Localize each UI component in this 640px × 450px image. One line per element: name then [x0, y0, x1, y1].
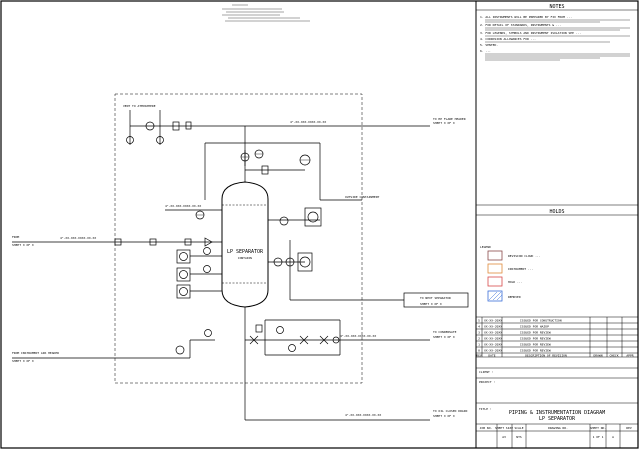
- revision-rows: 5 XX-XX-20XX ISSUED FOR CONSTRUCTION 4 X…: [476, 319, 634, 358]
- footer-rev: A: [612, 435, 614, 439]
- inlet-label: FROM: [12, 235, 19, 239]
- rev-date: XX-XX-20XX: [484, 319, 502, 323]
- vent-label: VENT TO ATMOSPHERE: [123, 104, 156, 108]
- pid-diagram: LP SEPARATOR CONTAINS TO HP FLARE HEADER…: [12, 4, 469, 421]
- containment-label: OUTSIDE CONTAINMENT: [345, 195, 380, 199]
- containment-boundary: [114, 93, 363, 384]
- client-label: CLIENT :: [479, 370, 494, 374]
- flare-line-no: 4"-XX-XXX-XXXX-XX-XX: [290, 120, 326, 124]
- flare-sheet: SHEET X OF X: [433, 121, 455, 125]
- drawing-title-line1: PIPING & INSTRUMENTATION DIAGRAM: [509, 410, 605, 416]
- right-upper-label: TO NEXT SEPARATOR: [420, 296, 451, 300]
- drawing-title-line2: LP SEPARATOR: [539, 416, 576, 422]
- revision-table: [475, 316, 639, 358]
- footer-sheetno-label: SHEET NO.: [590, 426, 606, 430]
- condensate-sheet: SHEET X OF X: [433, 335, 455, 339]
- rev-date: XX-XX-20XX: [484, 331, 502, 335]
- right-upper-sheet: SHEET X OF X: [420, 302, 442, 306]
- vessel-sub: CONTAINS: [238, 256, 253, 260]
- note-item: 2. FOR DETAIL OF STANDARDS, INSTRUMENTS …: [480, 23, 561, 27]
- rev-header: DRAWN: [593, 353, 602, 357]
- footer-rev-label: REV: [626, 426, 632, 430]
- legend-label: REVISION CLOUD ...: [508, 254, 541, 258]
- legend-title: LEGEND: [480, 245, 491, 249]
- level-instruments-left: [176, 247, 222, 299]
- legend-swatch-instrument: [487, 263, 503, 274]
- rev-desc: ISSUED FOR REVIEW: [520, 343, 551, 347]
- rev-desc: ISSUED FOR HAZOP: [520, 325, 549, 329]
- legend-swatch-removed: [487, 290, 503, 302]
- condensate-label: TO CONDENSATE: [433, 330, 457, 334]
- legend-label: HOLD ...: [508, 280, 523, 284]
- rev-header: DESCRIPTION OF REVISION: [525, 353, 567, 357]
- rev-desc: ISSUED FOR REVIEW: [520, 349, 551, 353]
- air-label: FROM INSTRUMENT AIR HEADER: [12, 351, 59, 355]
- rev-number: 1: [478, 343, 480, 347]
- note-item: 6. ...: [480, 49, 491, 53]
- footer-scale: NTS: [516, 435, 522, 439]
- rev-date: XX-XX-20XX: [484, 325, 502, 329]
- footer-sheet-no: 1 OF 1: [593, 435, 604, 439]
- condensate-line-no: 4"-XX-XXX-XXXX-XX-XX: [340, 334, 376, 338]
- inlet-line-no: 4"-XX-XXX-XXXX-XX-XX: [60, 236, 96, 240]
- psv-symbol: [156, 136, 164, 144]
- note-item: 4. CORROSION ALLOWANCES FOR ...: [480, 37, 536, 41]
- legend-swatch-revision: [487, 250, 503, 261]
- air-sheet: SHEET X OF X: [12, 359, 34, 363]
- legend-label: REMOVED: [508, 295, 521, 299]
- outlet-flag: [403, 292, 469, 308]
- project-label: PROJECT :: [479, 380, 495, 384]
- notes-list: 1. ALL INSTRUMENTS WILL BE PREPARED BY F…: [480, 15, 581, 53]
- rev-header: APPR: [626, 353, 633, 357]
- notes-filler-lines: [485, 19, 630, 61]
- legend-swatch-hold: [487, 276, 503, 287]
- drain-line-no: 4"-XX-XXX-XXXX-XX-XX: [345, 413, 381, 417]
- drain-sheet: SHEET X OF X: [433, 414, 455, 418]
- rev-number: 4: [478, 325, 480, 329]
- rev-desc: ISSUED FOR REVIEW: [520, 337, 551, 341]
- flare-label: TO HP FLARE HEADER: [433, 117, 466, 121]
- note-item: 1. ALL INSTRUMENTS WILL BE PREPARED BY F…: [480, 15, 572, 19]
- footer-scale-label: SCALE: [514, 426, 523, 430]
- rev-header: DATE: [488, 353, 495, 357]
- footer-sheet-size: A3: [502, 435, 506, 439]
- valve-cluster-bottom: [249, 319, 341, 356]
- notes-title: NOTES: [549, 4, 564, 10]
- vessel-tag: LP SEPARATOR: [227, 249, 264, 255]
- note-item: 5. VENTED.: [480, 43, 498, 47]
- title-label: TITLE :: [479, 407, 492, 411]
- rev-desc: ISSUED FOR CONSTRUCTION: [520, 319, 562, 323]
- footer-grid: [476, 423, 638, 448]
- rev-header: CHECK: [609, 353, 618, 357]
- rev-number: 5: [478, 319, 480, 323]
- footer-job-label: JOB NO.: [480, 426, 493, 430]
- footer-size-label: SHEET SIZE: [495, 426, 513, 430]
- rev-date: XX-XX-20XX: [484, 349, 502, 353]
- rev-number: 0: [478, 349, 480, 353]
- lp-separator-vessel: [221, 181, 269, 308]
- rev-desc: ISSUED FOR REVIEW: [520, 331, 551, 335]
- legend-hatch: [488, 291, 503, 301]
- rev-header: REV: [476, 353, 482, 357]
- legend: LEGEND REVISION CLOUD ... INSTRUMENT ...…: [480, 245, 541, 302]
- drain-label: TO OIL CLOSED DRAIN: [433, 409, 468, 413]
- holds-title: HOLDS: [549, 209, 564, 215]
- note-item: 3. FOR LEGENDS, SYMBOLS AND INSTRUMENT I…: [480, 31, 581, 35]
- mid-line-no: 4"-XX-XXX-XXXX-XX-XX: [165, 204, 201, 208]
- footer-drawing-label: DRAWING NO.: [548, 426, 568, 430]
- inlet-sheet: SHEET X OF X: [12, 243, 34, 247]
- psv-symbol: [145, 121, 155, 131]
- rev-date: XX-XX-20XX: [484, 337, 502, 341]
- rev-number: 2: [478, 337, 480, 341]
- rev-date: XX-XX-20XX: [484, 343, 502, 347]
- legend-label: INSTRUMENT ...: [508, 267, 533, 271]
- drawing-stamp: [222, 4, 310, 22]
- rev-number: 3: [478, 331, 480, 335]
